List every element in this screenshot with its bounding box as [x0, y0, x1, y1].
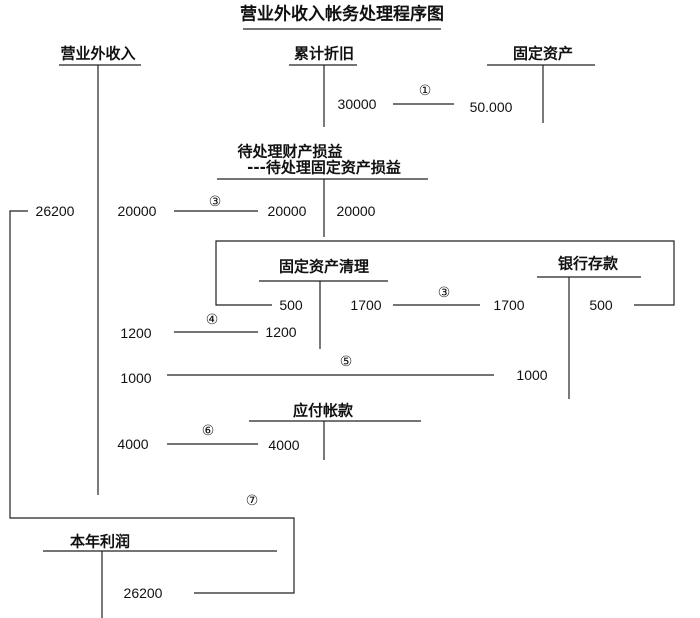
account-pending-loss: 待处理财产损益	[237, 142, 343, 161]
amount: 30000	[337, 96, 377, 112]
amount: 4000	[117, 436, 149, 452]
amount: 20000	[336, 203, 376, 219]
amount: 1200	[265, 324, 297, 340]
flow-line-500	[215, 240, 675, 306]
account-nonop-income: 营业外收入	[60, 44, 136, 63]
step-3-marker: ③	[437, 285, 451, 301]
flow-line-7	[9, 210, 295, 594]
step-3-marker: ③	[208, 194, 222, 210]
amount: 1700	[493, 297, 525, 313]
account-profit: 本年利润	[69, 532, 131, 551]
step-5-marker: ⑤	[339, 354, 353, 370]
amount: 1000	[120, 370, 152, 386]
diagram-title: 营业外收入帐务处理程序图	[240, 4, 444, 25]
amount: 4000	[268, 437, 300, 453]
amount: 26200	[35, 203, 75, 219]
amount: 1200	[120, 325, 152, 341]
amount: 20000	[267, 203, 307, 219]
step-7-marker: ⑦	[245, 493, 259, 509]
amount: 20000	[117, 203, 157, 219]
step-1-marker: ①	[418, 83, 432, 99]
account-fa-clearing: 固定资产清理	[278, 257, 370, 276]
account-pending-loss-sub: ---待处理固定资产损益	[247, 158, 401, 177]
account-fixed-assets: 固定资产	[512, 44, 574, 63]
account-accum-depr: 累计折旧	[293, 44, 355, 63]
amount: 50.000	[469, 99, 513, 115]
account-payable: 应付帐款	[292, 401, 354, 420]
amount: 26200	[123, 585, 163, 601]
amount: 500	[279, 297, 303, 313]
amount: 1700	[350, 297, 382, 313]
step-4-marker: ④	[205, 312, 219, 328]
amount: 500	[589, 297, 613, 313]
amount: 1000	[516, 367, 548, 383]
account-bank: 银行存款	[557, 254, 619, 273]
step-6-marker: ⑥	[201, 423, 215, 439]
